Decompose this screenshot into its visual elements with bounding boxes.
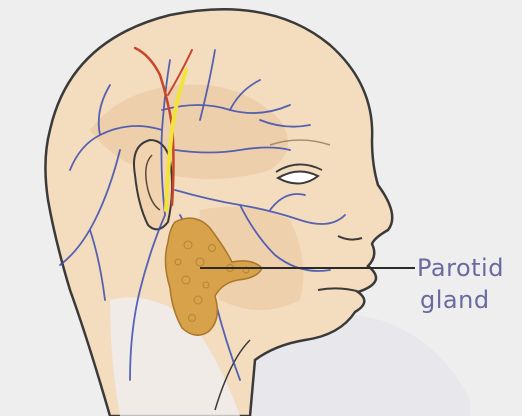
parotid-label-line1: Parotid — [417, 254, 504, 282]
parotid-label-line2: gland — [420, 286, 490, 314]
